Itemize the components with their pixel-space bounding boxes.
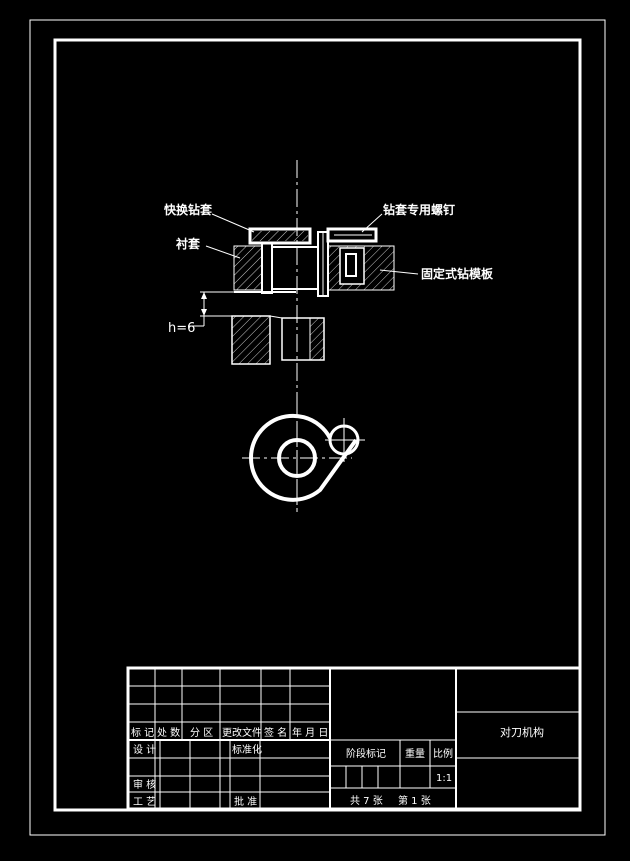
- top-view: [242, 400, 365, 515]
- bushing-collar-hatch: [252, 231, 308, 241]
- drawing-title: 对刀机构: [500, 725, 544, 739]
- bushing-wall-left: [261, 242, 273, 294]
- bushing-bore: [271, 246, 319, 290]
- label-weight: 重量: [405, 747, 425, 760]
- label-review: 审 核: [133, 778, 156, 791]
- title-block-text: 标 记 处 数 分 区 更改文件 签 名 年 月 日 设 计 标准化 审 核 工…: [131, 725, 544, 808]
- label-process: 工 艺: [133, 796, 156, 808]
- bore-circle: [277, 438, 317, 478]
- label-design: 设 计: [133, 743, 156, 756]
- label-stage-mark: 阶段标记: [346, 747, 386, 760]
- header-change-doc: 更改文件: [222, 726, 262, 739]
- drill-plate-left: [233, 245, 263, 291]
- gap-dimension-label: h=6: [168, 321, 195, 336]
- bushing-collar: [248, 227, 312, 245]
- header-mark: 标 记: [131, 727, 154, 739]
- label-approve: 批 准: [234, 795, 257, 808]
- callout-liner: 衬套: [176, 236, 201, 251]
- header-count: 处 数: [157, 726, 180, 739]
- bushing-outline: [248, 413, 358, 502]
- label-standardization: 标准化: [232, 743, 262, 756]
- callout-bushing-screw: 钻套专用螺钉: [383, 202, 455, 217]
- value-scale: 1:1: [436, 773, 452, 784]
- outer-border: [29, 19, 606, 836]
- header-zone: 分 区: [190, 727, 213, 739]
- label-scale: 比例: [433, 747, 453, 760]
- section-view: h=6 快换钻套 衬套 钻套专用螺钉 固定式钻模板: [164, 160, 494, 510]
- workpiece-left: [231, 315, 271, 365]
- callout-quick-change-bushing: 快换钻套: [164, 202, 213, 217]
- title-block: [126, 666, 582, 811]
- callout-fixed-drill-plate: 固定式钻模板: [421, 266, 494, 281]
- header-date: 年 月 日: [292, 726, 328, 739]
- label-sheet-no: 第 1 张: [398, 794, 431, 807]
- screw-head: [326, 227, 378, 243]
- header-signature: 签 名: [264, 726, 287, 739]
- label-sheets: 共 7 张: [350, 795, 383, 807]
